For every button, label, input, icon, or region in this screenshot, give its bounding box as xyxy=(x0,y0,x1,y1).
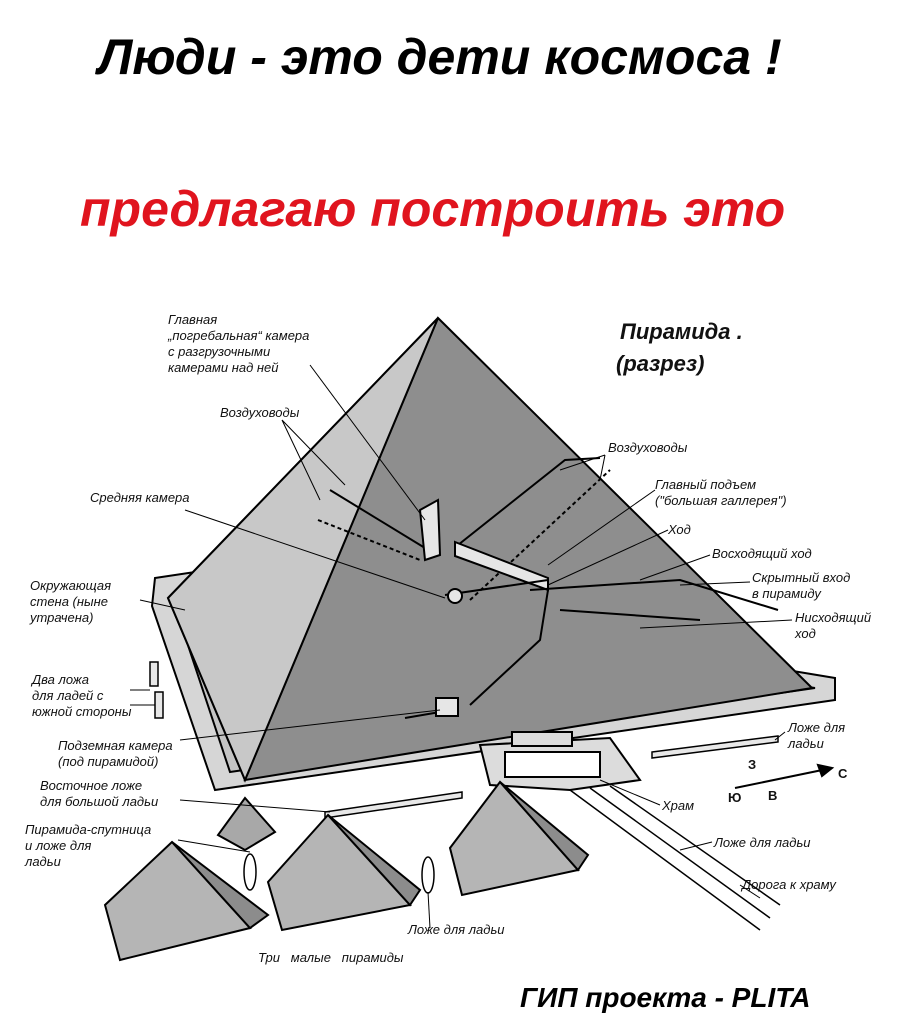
internal-passages xyxy=(317,457,779,719)
label-boat-pit-right: Ложе для ладьи xyxy=(788,720,846,751)
label-three-small-pyramids: Три малые пирамиды xyxy=(258,950,404,965)
label-grand-gallery: Главный подъем ("большая галлерея") xyxy=(655,477,787,508)
label-main-chamber: Главная „погребальная“ камера с разгрузо… xyxy=(168,312,310,375)
label-passage: Ход xyxy=(668,522,691,537)
label-ascending-passage: Восходящий ход xyxy=(712,546,812,561)
small-pyramids xyxy=(103,780,590,962)
boat-pits xyxy=(149,661,779,894)
footer-credit: ГИП проекта - PLITA xyxy=(520,982,811,1013)
headline: Люди - это дети космоса ! xyxy=(98,29,782,85)
compass-arrow xyxy=(734,763,835,789)
label-surrounding-wall: Окружающая стена (ныне утрачена) xyxy=(30,578,112,625)
label-underground-chamber: Подземная камера (под пирамидой) xyxy=(58,738,173,769)
compass-east: В xyxy=(768,788,778,803)
label-east-boat-pit: Восточное ложе для большой ладьи xyxy=(40,778,159,809)
label-causeway: Дорога к храму xyxy=(742,877,836,892)
diagram-title-line2: (разрез) xyxy=(616,351,705,376)
label-air-shafts-left: Воздуховоды xyxy=(220,405,300,420)
great-pyramid xyxy=(166,316,815,783)
temple xyxy=(478,731,642,792)
label-air-shafts-right: Воздуховоды xyxy=(608,440,688,455)
label-hidden-entrance: Скрытный вход в пирамиду xyxy=(752,570,851,601)
label-boat-pit-bottom: Ложе для ладьи xyxy=(408,922,505,937)
leader-lines xyxy=(130,364,793,929)
compass-south: Ю xyxy=(728,790,742,805)
subheadline: предлагаю построить это xyxy=(80,181,786,237)
compass-west: З xyxy=(748,757,757,772)
diagram-title-line1: Пирамида . xyxy=(620,319,743,344)
causeway xyxy=(569,785,781,931)
label-temple: Храм xyxy=(662,798,695,813)
label-middle-chamber: Средняя камера xyxy=(90,490,190,505)
compass-north: С xyxy=(838,766,848,781)
label-descending-passage: Нисходящий ход xyxy=(795,610,872,641)
label-boat-pit-causeway: Ложе для ладьи xyxy=(714,835,811,850)
label-satellite-pyramid: Пирамида-спутница и ложе для ладьи xyxy=(25,822,152,869)
label-boat-pits-south: Два ложа для ладей с южной стороны xyxy=(32,672,132,719)
